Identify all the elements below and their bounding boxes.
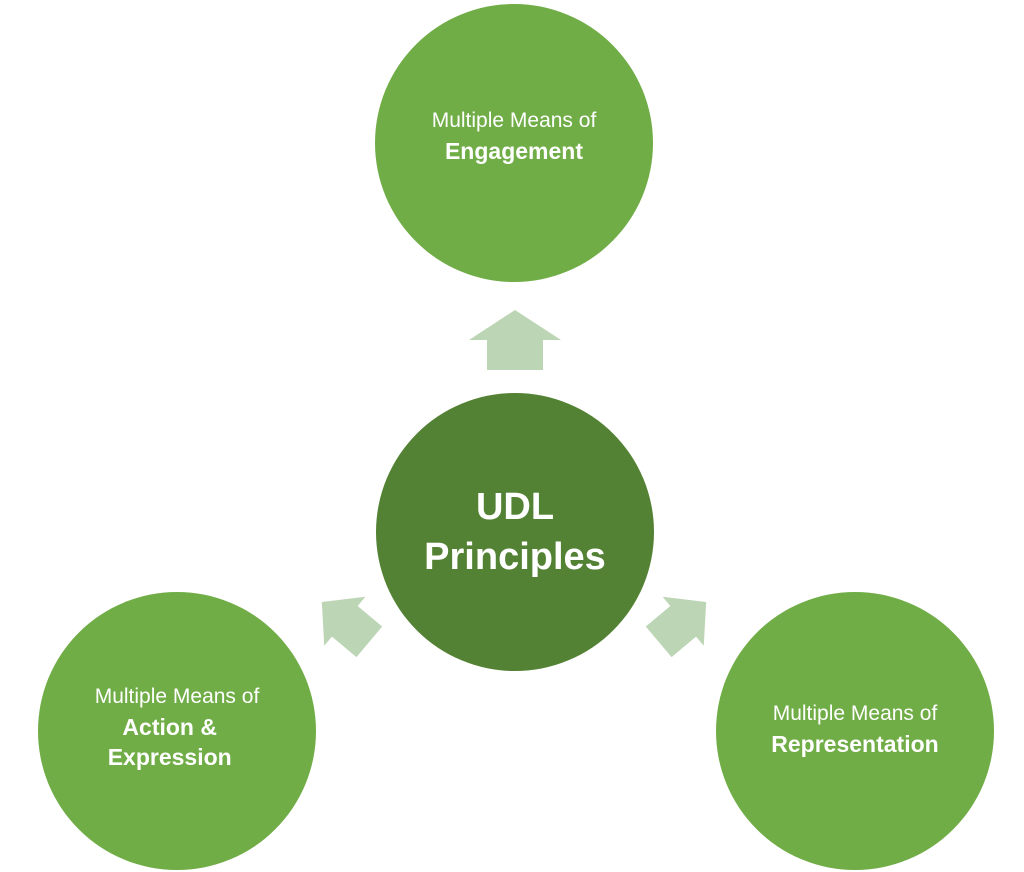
- action-expression-circle: Multiple Means of Action & Expression: [38, 592, 316, 870]
- action-expression-text: Multiple Means of Action & Expression: [95, 682, 260, 772]
- representation-text: Multiple Means of Representation: [771, 699, 938, 759]
- arrow-down-right-icon: [645, 596, 707, 658]
- representation-prefix: Multiple Means of: [772, 702, 938, 725]
- engagement-label: Engagement: [444, 138, 583, 164]
- center-title: UDL Principles: [424, 486, 606, 578]
- representation-circle: Multiple Means of Representation: [716, 592, 994, 870]
- representation-label: Representation: [771, 731, 939, 757]
- action-expression-label: Action & Expression: [107, 714, 232, 770]
- action-expression-prefix: Multiple Means of: [94, 685, 260, 708]
- arrow-down-left-icon: [321, 596, 383, 658]
- engagement-circle: Multiple Means of Engagement: [375, 4, 653, 282]
- engagement-prefix: Multiple Means of: [431, 109, 597, 132]
- arrow-up-icon: [469, 310, 561, 370]
- engagement-text: Multiple Means of Engagement: [432, 106, 597, 166]
- center-circle: UDL Principles: [376, 393, 654, 671]
